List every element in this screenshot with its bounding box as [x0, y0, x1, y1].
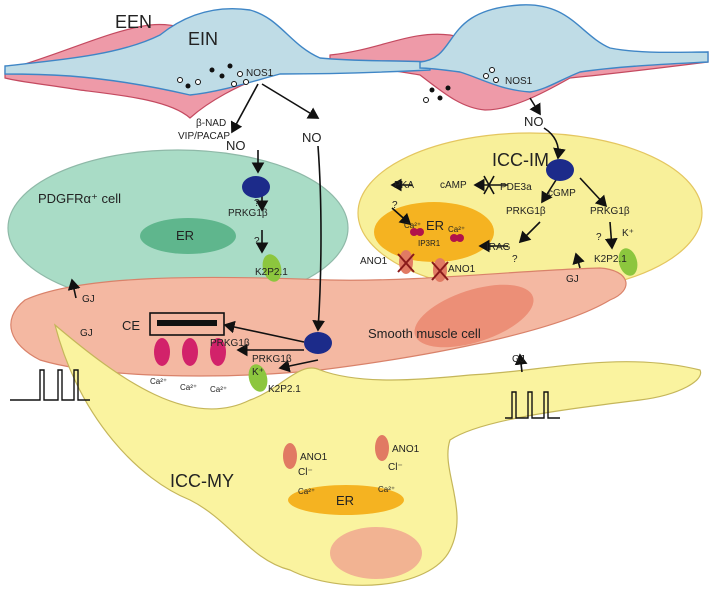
- ip3r1-receptors: [410, 228, 464, 242]
- label-icc-im: ICC-IM: [492, 150, 549, 170]
- label-prkg1b-smc-1: PRKG1β: [210, 338, 250, 349]
- label-gj-2: GJ: [82, 294, 95, 305]
- label-ano1-my-2: ANO1: [392, 444, 420, 455]
- label-k-icc: K⁺: [622, 228, 634, 239]
- label-ca-smc-3: Ca²⁺: [210, 385, 227, 394]
- label-question-5: ?: [596, 232, 602, 243]
- label-er-pdgfra: ER: [176, 228, 194, 243]
- ca-channels-smc: [154, 338, 226, 366]
- label-smooth-muscle: Smooth muscle cell: [368, 326, 481, 341]
- label-camp: cAMP: [440, 180, 467, 191]
- label-prkg1b-icc-2: PRKG1β: [590, 206, 630, 217]
- label-k2p-smc: K2P2.1: [268, 384, 301, 395]
- label-question-4: ?: [512, 254, 518, 265]
- label-ano1-icc-1: ANO1: [360, 256, 388, 267]
- vesicles-left: [177, 63, 249, 89]
- label-k-smc: K⁺: [252, 367, 264, 378]
- label-gj-1: GJ: [566, 274, 579, 285]
- label-k2p-icc: K2P2.1: [594, 254, 627, 265]
- label-ca-smc-1: Ca²⁺: [150, 377, 167, 386]
- label-beta-nad: β-NAD: [196, 118, 226, 129]
- label-nos1-left: NOS1: [246, 68, 274, 79]
- label-ca-icc-2: Ca²⁺: [448, 225, 465, 234]
- label-ip3r1: IP3R1: [418, 239, 441, 248]
- label-een: EEN: [115, 12, 152, 32]
- label-question-1: ?: [254, 198, 260, 209]
- label-ca-icc-1: Ca²⁺: [404, 221, 421, 230]
- label-vip-pacap: VIP/PACAP: [178, 131, 230, 142]
- label-ca-my-1: Ca²⁺: [298, 487, 315, 496]
- label-no-3: NO: [524, 114, 544, 129]
- label-pdgfra: PDGFRα⁺ cell: [38, 191, 121, 206]
- label-irag: IRAG: [486, 242, 511, 253]
- label-gj-4: GJ: [512, 354, 525, 365]
- label-cl-1: Cl⁻: [298, 467, 313, 478]
- pathway-arrows: [67, 83, 618, 373]
- label-ano1-icc-2: ANO1: [448, 264, 476, 275]
- labels: EEN EIN NOS1 NOS1 β-NAD VIP/PACAP NO NO …: [38, 12, 634, 508]
- icc-my-er: [288, 485, 404, 515]
- gc-enzyme-pdgfra: [242, 176, 270, 198]
- label-gj-3: GJ: [80, 328, 93, 339]
- label-pde3a: PDE3a: [500, 182, 532, 193]
- label-ce: CE: [122, 318, 140, 333]
- label-pka: PKA: [394, 180, 414, 191]
- contractile-element: [149, 312, 225, 336]
- slow-wave-trace-left: [10, 369, 90, 401]
- label-prkg1b-icc-1: PRKG1β: [506, 206, 546, 217]
- label-cl-2: Cl⁻: [388, 462, 403, 473]
- smooth-muscle-nucleus: [414, 284, 534, 348]
- label-k2p-pdgfra: K2P2.1: [255, 267, 288, 278]
- k-channel-smc: [248, 364, 268, 392]
- label-cgmp: cGMP: [548, 188, 576, 199]
- ano1-inhibited-marks: [397, 175, 495, 281]
- icc-my-nucleus: [330, 527, 422, 579]
- gc-enzyme-smc: [304, 332, 332, 354]
- label-question-2: ?: [254, 236, 260, 247]
- ein-nerve-left: [4, 8, 431, 96]
- label-no-2: NO: [302, 130, 322, 145]
- label-icc-my: ICC-MY: [170, 471, 234, 491]
- vesicles-right: [423, 67, 499, 103]
- label-ano1-my-1: ANO1: [300, 452, 328, 463]
- k-channel-pdgfra: [262, 254, 282, 282]
- gc-enzyme-icc-im: [546, 159, 574, 181]
- label-er-icc-my: ER: [336, 493, 354, 508]
- label-prkg1b-smc-2: PRKG1β: [252, 354, 292, 365]
- label-er-icc-im: ER: [426, 218, 444, 233]
- slow-wave-trace-right: [505, 391, 560, 419]
- label-ein: EIN: [188, 29, 218, 49]
- label-question-3: ?: [392, 200, 398, 211]
- label-no-1: NO: [226, 138, 246, 153]
- label-prkg1b-pdgfra: PRKG1β: [228, 208, 268, 219]
- label-ca-my-2: Ca²⁺: [378, 485, 395, 494]
- pdgfra-er: [140, 218, 236, 254]
- label-nos1-right: NOS1: [505, 76, 533, 87]
- label-ca-smc-2: Ca²⁺: [180, 383, 197, 392]
- k-channel-icc-im: [618, 248, 638, 276]
